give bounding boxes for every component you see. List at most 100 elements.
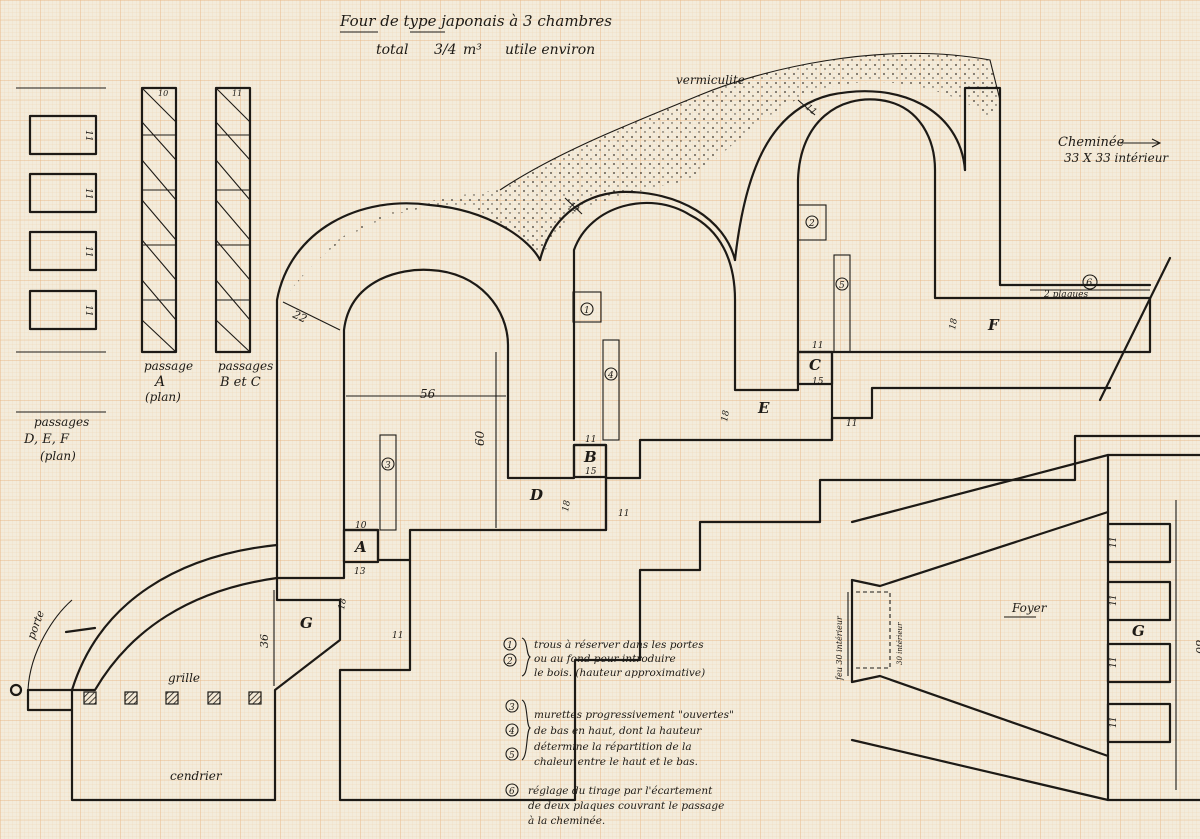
- note2-line3: détermine la répartition de la: [534, 741, 692, 753]
- dim-15-b: 15: [585, 467, 597, 477]
- murette-5: [833, 254, 851, 353]
- svg-text:5: 5: [509, 751, 515, 761]
- dim-18-g: 18: [337, 597, 349, 610]
- dim-11-g: 11: [392, 631, 403, 641]
- letter-a: A: [353, 538, 367, 556]
- firebox-arch-inner: [26, 576, 279, 692]
- dim-36: 36: [258, 634, 271, 648]
- passage-bc-title: passages: [218, 359, 273, 373]
- marker-4: 4: [607, 371, 614, 381]
- feu-dims-a: feu 30 intérieur: [835, 615, 844, 681]
- svg-text:11: 11: [1109, 595, 1119, 606]
- svg-text:1: 1: [507, 641, 513, 651]
- chimney-break-line: [1098, 256, 1172, 402]
- chamber1-outer-wall: [275, 202, 542, 547]
- dim-22: 22: [290, 308, 309, 326]
- firebox-arch-outer: [70, 543, 279, 802]
- foyer-plan: 11 11 11 11: [847, 453, 1200, 802]
- feu-dims-b: 30 intérieur: [896, 622, 904, 665]
- marker-1: 1: [584, 306, 590, 316]
- marker-6: 6: [1086, 278, 1093, 289]
- passage-a-block: [342, 528, 380, 564]
- title-rest: utile environ: [505, 42, 595, 58]
- dim-18-e: 18: [720, 409, 732, 422]
- passage-bc-letter: B et C: [219, 375, 261, 390]
- title-total: total: [376, 42, 409, 58]
- note1-line1: trous à réserver dans les portes: [534, 639, 704, 651]
- dim-13: 13: [354, 567, 366, 577]
- plaques-label: 2 plaques: [1043, 290, 1088, 300]
- grate-bars: [83, 691, 262, 705]
- dim-80: 80: [1193, 640, 1200, 654]
- dim-11-e: 11: [846, 419, 857, 429]
- note2-line2: de bas en haut, dont la hauteur: [534, 725, 702, 737]
- dim-11-d: 11: [618, 509, 629, 519]
- note1-line2: ou au fond pour introduire: [534, 653, 676, 665]
- chamber1-inner-wall: [342, 268, 608, 532]
- letter-f: F: [987, 316, 1000, 334]
- cheminee-label: Cheminée: [1058, 135, 1125, 150]
- dim-15-c: 15: [812, 377, 824, 387]
- passage-plan-left: 11 11 11 11: [16, 87, 106, 353]
- note3-line1: réglage du tirage par l'écartement: [528, 785, 713, 797]
- chamber2-outer-arch: [538, 190, 737, 262]
- svg-text:11: 11: [83, 305, 93, 316]
- svg-text:3: 3: [509, 703, 515, 713]
- vermiculite-label: vermiculite: [676, 73, 745, 87]
- svg-text:11: 11: [83, 188, 93, 199]
- notes-block: [503, 637, 532, 797]
- cendrier-label: cendrier: [170, 769, 223, 783]
- passage-a-sub: (plan): [145, 390, 181, 404]
- svg-text:11: 11: [232, 89, 242, 98]
- dim-11-b: 11: [585, 435, 596, 445]
- dim-56: 56: [420, 387, 436, 401]
- passage-def-sub: (plan): [40, 449, 76, 463]
- marker-3: 3: [385, 461, 391, 471]
- grille-label: grille: [168, 671, 200, 685]
- title-line1: Four de type japonais à 3 chambres: [339, 12, 612, 30]
- svg-text:10: 10: [158, 89, 168, 98]
- murette-3: [379, 434, 397, 531]
- passage-b-block: [572, 443, 608, 479]
- dim-60: 60: [473, 430, 487, 446]
- note3-line3: à la cheminée.: [528, 815, 605, 827]
- letter-g-plan: G: [1132, 622, 1145, 640]
- chamber2-inner-wall: [572, 201, 834, 442]
- svg-text:11: 11: [1109, 537, 1119, 548]
- passage-def-letters: D, E, F: [23, 432, 70, 447]
- svg-text:2: 2: [506, 657, 513, 667]
- svg-text:6: 6: [509, 787, 515, 797]
- murette-4: [602, 339, 620, 441]
- door-sill: [26, 688, 74, 712]
- passage-a-title: passage: [144, 359, 193, 373]
- letter-e: E: [757, 399, 770, 417]
- note2-line4: chaleur entre le haut et le bas.: [534, 756, 698, 768]
- foyer-label: Foyer: [1011, 601, 1048, 615]
- letter-c: C: [809, 356, 821, 374]
- passage-a-letter: A: [153, 374, 165, 390]
- marker-2: 2: [808, 219, 815, 229]
- dim-11-c: 11: [812, 341, 823, 351]
- chimney-wall: [963, 86, 1152, 287]
- cheminee-arrow-icon: [1120, 138, 1162, 148]
- chamber3-inner-wall: [796, 98, 1152, 354]
- note3-line2: de deux plaques couvrant le passage: [528, 800, 724, 812]
- passage-bc-plan: 11: [214, 86, 252, 354]
- note2-line1: murettes progressivement "ouvertes": [534, 709, 734, 721]
- door-joint: [64, 626, 97, 634]
- passage-a-plan: 10: [140, 86, 178, 354]
- dim-10: 10: [355, 521, 367, 531]
- dim-18-f: 18: [948, 317, 960, 330]
- flue-floor: [830, 296, 1152, 354]
- letter-g: G: [300, 614, 313, 632]
- circled-markers-section: [381, 215, 1098, 471]
- kiln-base-steps: [338, 434, 1200, 802]
- note1-line3: le bois. (hauteur approximative): [534, 667, 705, 679]
- svg-text:11: 11: [83, 130, 93, 141]
- title-fraction: 3/4: [434, 42, 457, 58]
- dim-18-d: 18: [561, 499, 573, 512]
- svg-text:11: 11: [83, 246, 93, 257]
- firebox-wall: [273, 576, 342, 802]
